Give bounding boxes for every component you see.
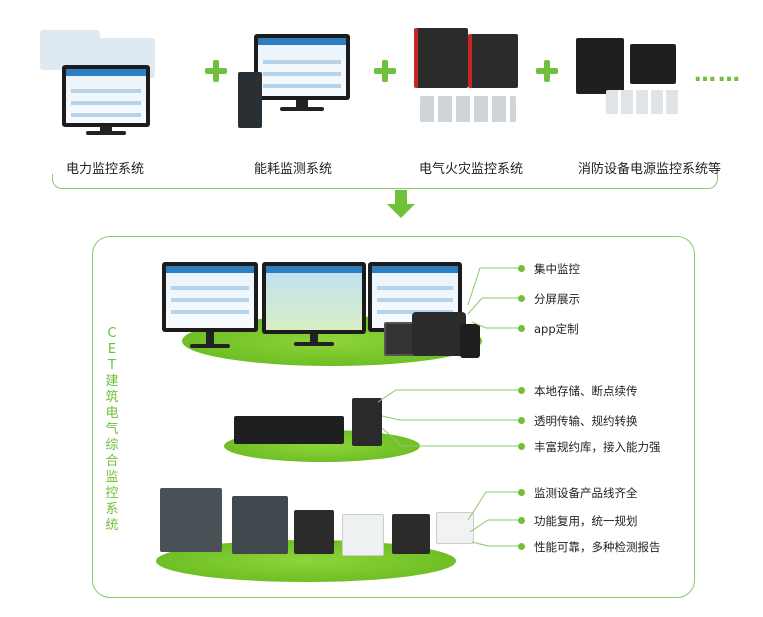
feature-reliability: 性能可靠，多种检测报告 [534,540,661,554]
plus-icon [536,60,558,82]
label-electrical-fire: 电气火灾监控系统 [419,162,524,177]
down-arrow-head [387,204,415,218]
fire-power-monitoring-image [576,38,686,118]
feature-local-storage: 本地存储、断点续传 [534,384,638,398]
power-monitoring-image [40,30,170,140]
integrated-system-panel [92,236,695,598]
feature-product-line: 监测设备产品线齐全 [534,486,638,500]
ellipsis: …… [694,62,742,87]
feature-app-customization: app定制 [534,322,579,336]
meter-image [160,488,222,552]
feature-function-reuse: 功能复用，统一规划 [534,514,638,528]
energy-monitoring-image [236,34,356,134]
meter-image [232,496,288,554]
grouping-bracket [52,174,718,189]
meter-image [392,514,430,554]
plus-icon [374,60,396,82]
meter-image [342,514,384,556]
electrical-fire-monitoring-image [414,28,524,128]
feature-protocol-library: 丰富规约库，接入能力强 [534,440,661,454]
label-fire-power: 消防设备电源监控系统等 [578,162,722,177]
plus-icon [205,60,227,82]
down-arrow-icon [395,190,407,204]
meter-image [294,510,334,554]
feature-transparent-transfer: 透明传输、规约转换 [534,414,638,428]
monitor-center [262,262,366,334]
switch-device-image [352,398,382,446]
feature-split-screen: 分屏展示 [534,292,580,306]
meter-image [436,512,474,544]
feature-centralized-monitoring: 集中监控 [534,262,580,276]
panel-title: CET建筑电气综合监控系统 [105,326,119,533]
label-power-monitoring: 电力监控系统 [66,162,145,177]
tablet-image [412,312,466,356]
monitor-left [162,262,258,332]
phone-image [460,324,480,358]
label-energy-monitoring: 能耗监测系统 [254,162,333,177]
gateway-device-image [234,416,344,444]
